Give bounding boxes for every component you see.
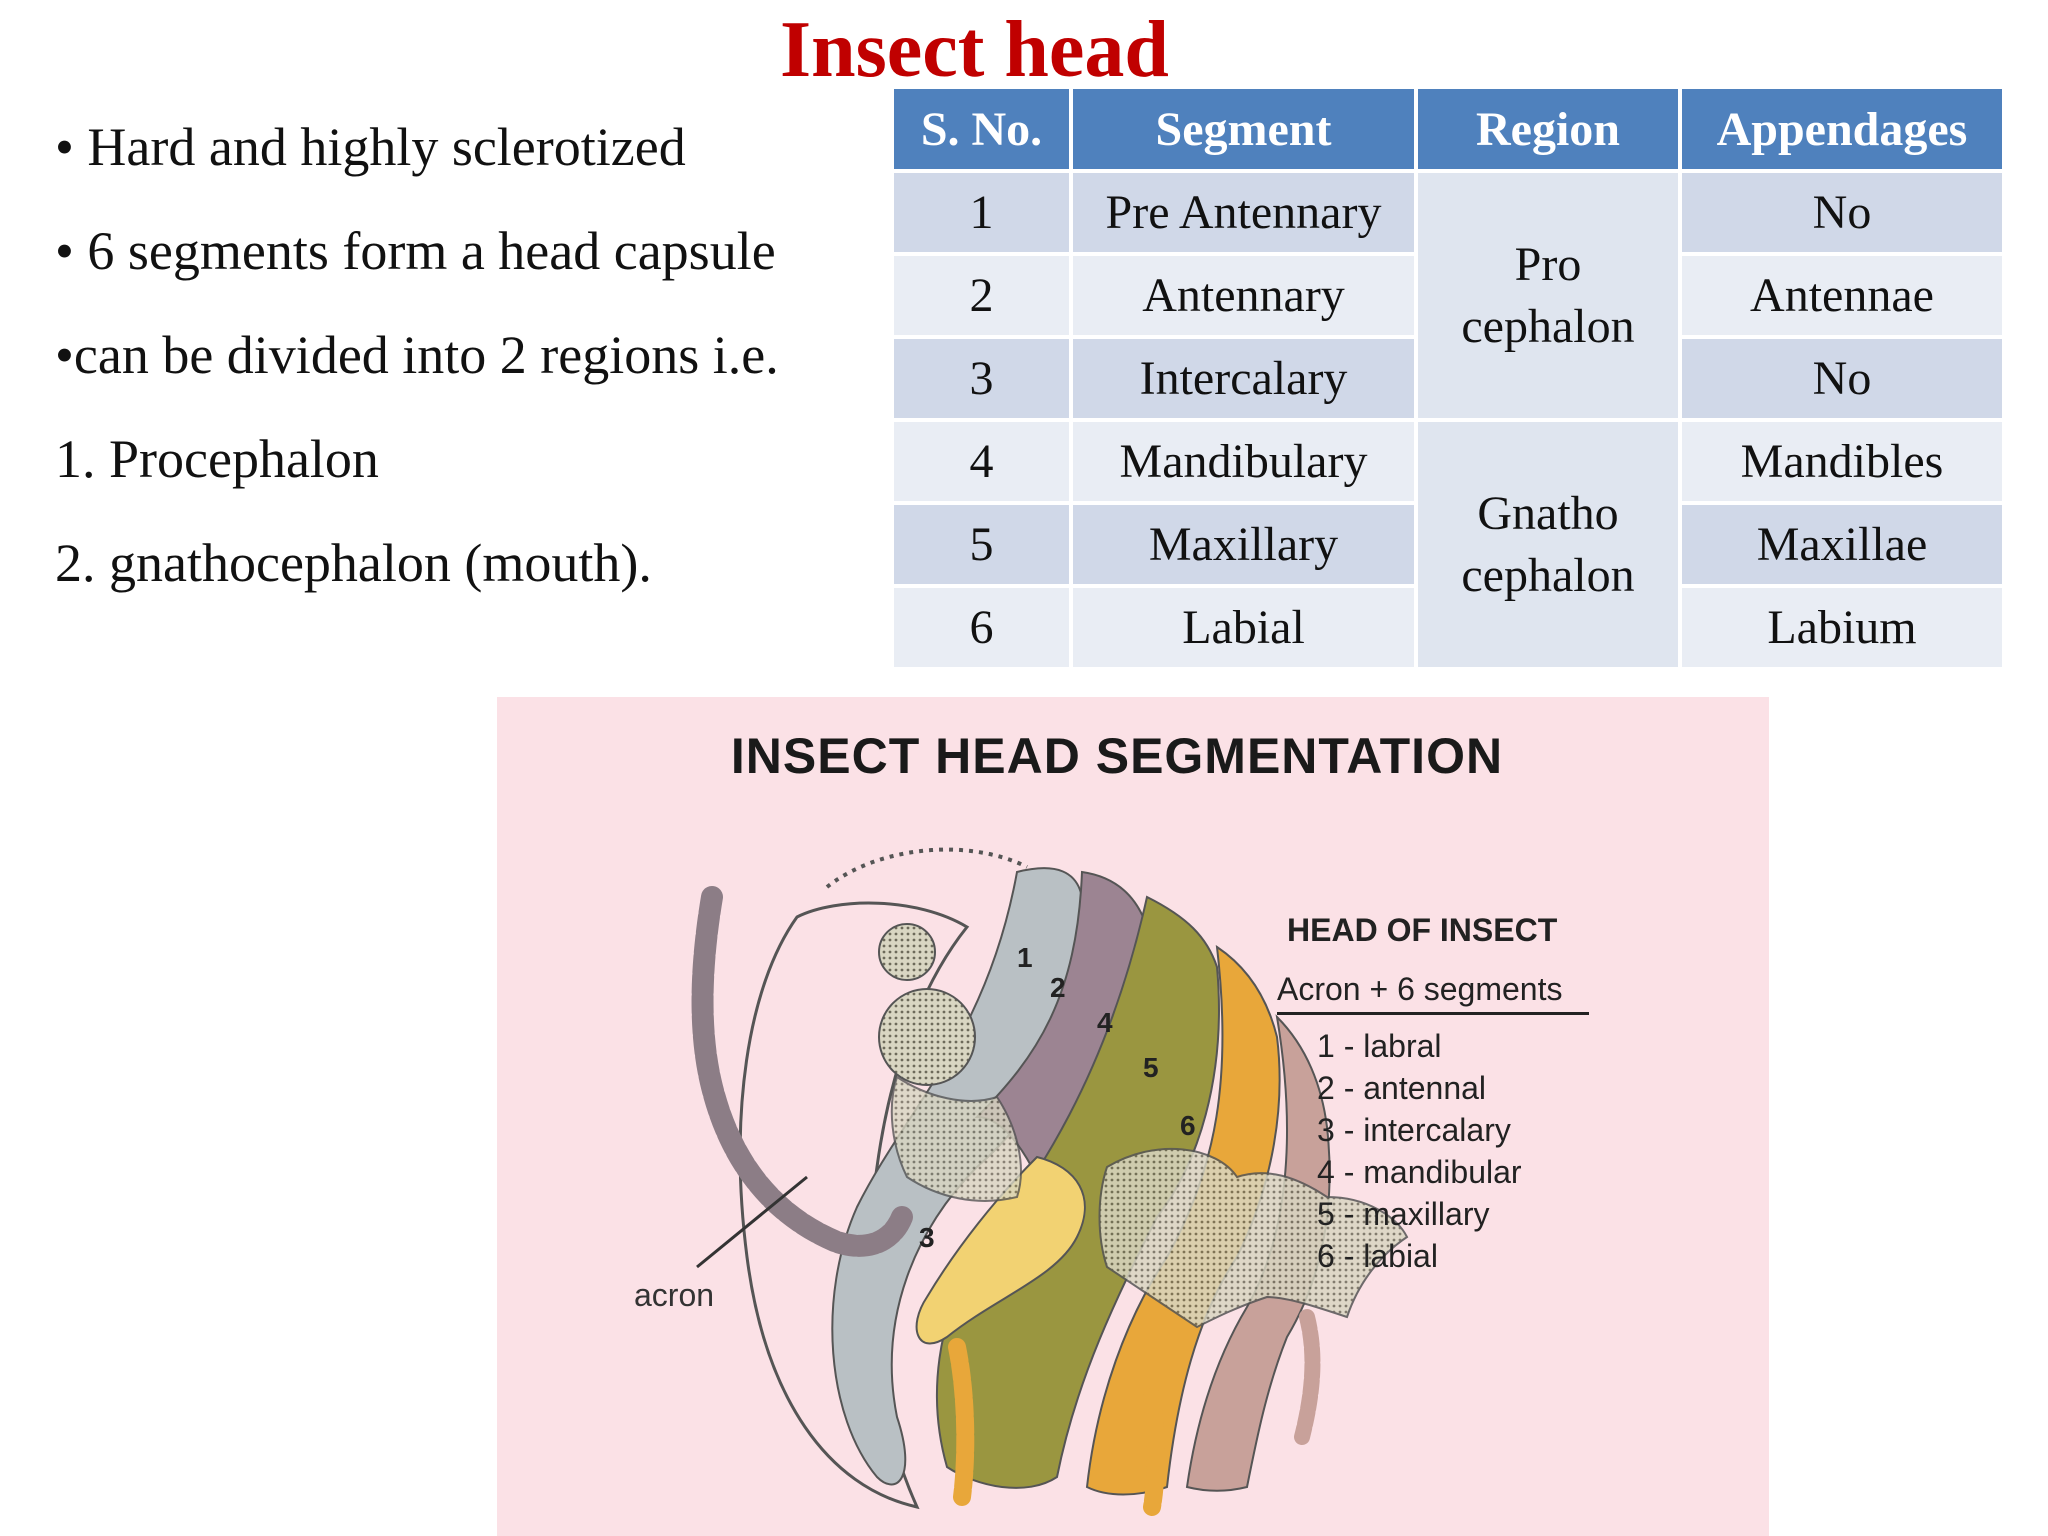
segment-number-label: 1 — [1017, 942, 1033, 973]
region-line: Pro — [1514, 237, 1582, 291]
cell-sno: 5 — [890, 501, 1073, 588]
eye-small — [878, 923, 936, 981]
header-appendages: Appendages — [1678, 85, 2006, 173]
table-row: 6 Labial Labium — [890, 584, 2006, 671]
cell-appendage: Labium — [1678, 584, 2006, 671]
segment-number-label: 6 — [1180, 1110, 1196, 1141]
legend-subheading: Acron + 6 segments — [1277, 971, 1589, 1015]
cell-appendage: Antennae — [1678, 252, 2006, 339]
table-row: 2 Antennary Antennae — [890, 252, 2006, 339]
table-row: 3 Intercalary No — [890, 335, 2006, 422]
cell-appendage: Maxillae — [1678, 501, 2006, 588]
cell-segment: Pre Antennary — [1069, 169, 1418, 256]
bullet-list: • Hard and highly sclerotized • 6 segmen… — [55, 105, 855, 625]
bullet-item: • Hard and highly sclerotized — [55, 117, 686, 177]
header-region: Region — [1414, 85, 1682, 173]
cell-appendage: Mandibles — [1678, 418, 2006, 505]
acron-outline — [825, 847, 1028, 889]
cell-sno: 6 — [890, 584, 1073, 671]
palp-left — [948, 1338, 975, 1506]
legend-item: 6 - labial — [1317, 1238, 1438, 1274]
cell-segment: Mandibulary — [1069, 418, 1418, 505]
legend-box: HEAD OF INSECT Acron + 6 segments 1 - la… — [1277, 912, 1617, 1277]
header-sno: S. No. — [890, 85, 1073, 173]
legend-item: 2 - antennal — [1317, 1070, 1487, 1106]
neck-shape — [890, 1075, 1022, 1202]
cell-appendage: No — [1678, 169, 2006, 256]
cell-region-procephalon: Pro cephalon — [1414, 169, 1682, 422]
figure-title: INSECT HEAD SEGMENTATION — [730, 728, 1504, 784]
table-header-row: S. No. Segment Region Appendages — [890, 85, 2006, 173]
legend-item: 1 - labral — [1317, 1028, 1442, 1064]
antenna — [691, 886, 913, 1257]
eye-large — [878, 988, 976, 1086]
segment-number-label: 4 — [1097, 1007, 1113, 1038]
legend-item: 4 - mandibular — [1317, 1154, 1522, 1190]
legend-items: 1 - labral 2 - antennal 3 - intercalary … — [1317, 1025, 1617, 1277]
table-row: 5 Maxillary Maxillae — [890, 501, 2006, 588]
insect-head-illustration: 1 2 3 4 5 6 — [691, 847, 1409, 1516]
bullet-item: •can be divided into 2 regions i.e. — [55, 325, 779, 385]
cell-region-gnathocephalon: Gnatho cephalon — [1414, 418, 1682, 671]
head-segmentation-figure: INSECT HEAD SEGMENTATION — [497, 697, 1769, 1536]
cell-appendage: No — [1678, 335, 2006, 422]
palp-right — [1143, 1388, 1165, 1516]
table-row: 4 Mandibulary Gnatho cephalon Mandibles — [890, 418, 2006, 671]
legend-heading: HEAD OF INSECT — [1287, 912, 1558, 948]
legend-item: 3 - intercalary — [1317, 1112, 1511, 1148]
appendage-shading — [1098, 1147, 1409, 1329]
region-line: cephalon — [1461, 299, 1635, 353]
cell-segment: Intercalary — [1069, 335, 1418, 422]
cell-segment: Maxillary — [1069, 501, 1418, 588]
segment-number-label: 2 — [1050, 972, 1066, 1003]
acron-pointer — [696, 1175, 808, 1269]
segment-number-label: 3 — [919, 1222, 935, 1253]
region-line: Gnatho — [1477, 486, 1619, 540]
table-row: 1 Pre Antennary Pro cephalon No — [890, 169, 2006, 422]
header-segment: Segment — [1069, 85, 1418, 173]
labial-palp — [1294, 1309, 1321, 1445]
acron-label: acron — [634, 1277, 715, 1313]
cell-segment: Labial — [1069, 584, 1418, 671]
cell-sno: 2 — [890, 252, 1073, 339]
segment-table: S. No. Segment Region Appendages 1 Pre A… — [890, 85, 2006, 671]
cell-sno: 4 — [890, 418, 1073, 505]
legend-item: 5 - maxillary — [1317, 1196, 1490, 1232]
bullet-item: 2. gnathocephalon (mouth). — [55, 533, 652, 593]
cell-sno: 3 — [890, 335, 1073, 422]
region-line: cephalon — [1461, 548, 1635, 602]
segment-3-shape — [915, 1155, 1086, 1345]
segment-number-label: 5 — [1143, 1052, 1159, 1083]
bullet-item: 1. Procephalon — [55, 429, 379, 489]
cell-segment: Antennary — [1069, 252, 1418, 339]
cell-sno: 1 — [890, 169, 1073, 256]
slide-title: Insect head — [780, 6, 1169, 94]
bullet-item: • 6 segments form a head capsule — [55, 221, 776, 281]
